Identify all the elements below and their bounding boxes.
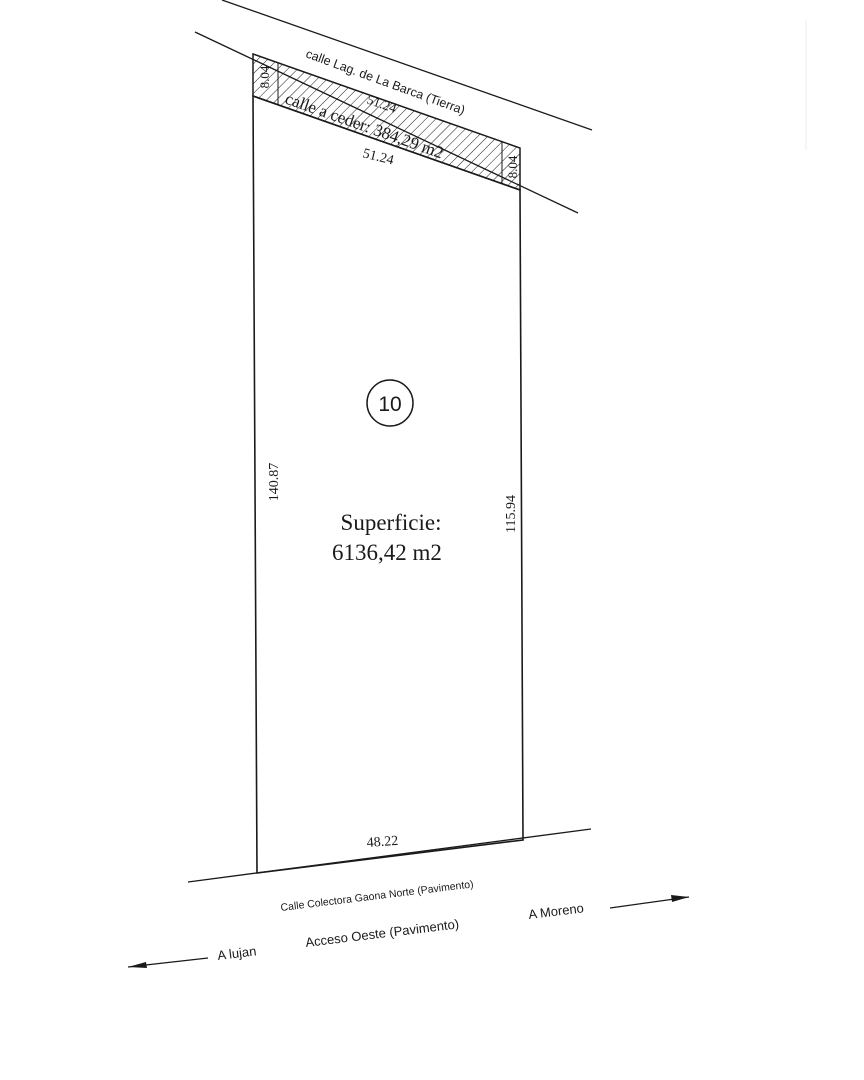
to-moreno-label: A Moreno bbox=[528, 900, 585, 922]
lot-left-side: 140.87 bbox=[267, 463, 282, 502]
area-label: Superficie: bbox=[341, 510, 442, 535]
bottom-street-label: Calle Colectora Gaona Norte (Pavimento) bbox=[280, 878, 474, 914]
top-street-outer-line bbox=[221, 0, 593, 131]
lot-number-circle bbox=[366, 379, 414, 427]
lot-boundary bbox=[252, 94, 524, 874]
highway-label: Acceso Oeste (Pavimento) bbox=[305, 916, 460, 950]
arrow-to-moreno-head bbox=[671, 895, 689, 902]
lot-number: 10 bbox=[378, 393, 401, 416]
to-lujan-label: A lujan bbox=[217, 943, 258, 963]
strip-left-side: 8.04 bbox=[257, 65, 272, 88]
lot-bottom-length: 48.22 bbox=[366, 834, 398, 851]
strip-right-side: 8.04 bbox=[505, 155, 520, 178]
lot-right-side: 115.94 bbox=[504, 495, 519, 533]
bottom-street-line bbox=[187, 828, 592, 883]
area-value: 6136,42 m2 bbox=[332, 540, 442, 565]
arrow-to-lujan-head bbox=[128, 962, 147, 968]
lot-top-length: 51.24 bbox=[361, 146, 395, 168]
